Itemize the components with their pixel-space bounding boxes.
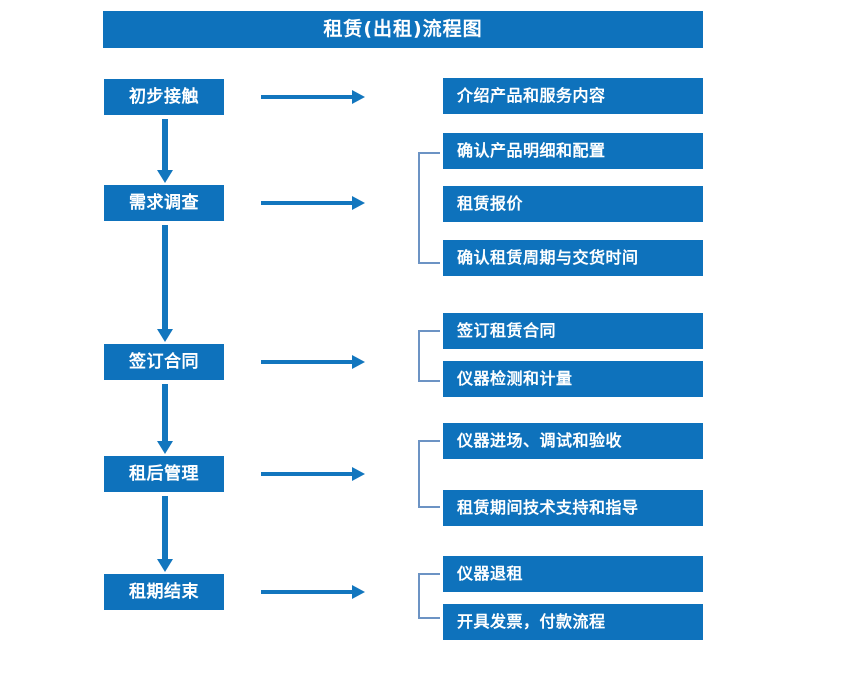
arrow-shaft xyxy=(261,472,353,476)
arrow-head-down-icon xyxy=(157,329,173,342)
detail-label-2: 确认产品明细和配置 xyxy=(457,141,606,160)
group-bracket-1 xyxy=(418,152,440,264)
chart-title-banner: 租赁(出租)流程图 xyxy=(103,11,703,48)
detail-label-6: 仪器检测和计量 xyxy=(457,369,573,388)
detail-label-5: 签订租赁合同 xyxy=(457,321,557,340)
group-bracket-3 xyxy=(418,440,440,508)
horizontal-arrow-5 xyxy=(261,585,365,599)
detail-label-3: 租赁报价 xyxy=(457,194,524,213)
arrow-shaft xyxy=(162,384,168,441)
detail-box-5[interactable]: 签订租赁合同 xyxy=(443,313,703,349)
detail-box-1[interactable]: 介绍产品和服务内容 xyxy=(443,78,703,114)
detail-label-9: 仪器退租 xyxy=(457,564,524,583)
detail-label-1: 介绍产品和服务内容 xyxy=(457,86,606,105)
stage-box-1[interactable]: 初步接触 xyxy=(104,79,224,115)
group-bracket-2 xyxy=(418,330,440,382)
horizontal-arrow-4 xyxy=(261,467,365,481)
detail-box-2[interactable]: 确认产品明细和配置 xyxy=(443,133,703,169)
stage-box-2[interactable]: 需求调查 xyxy=(104,185,224,221)
horizontal-arrow-1 xyxy=(261,90,365,104)
vertical-arrow-3 xyxy=(157,384,173,454)
stage-box-5[interactable]: 租期结束 xyxy=(104,574,224,610)
arrow-shaft xyxy=(261,590,353,594)
detail-label-4: 确认租赁周期与交货时间 xyxy=(457,248,639,267)
detail-box-4[interactable]: 确认租赁周期与交货时间 xyxy=(443,240,703,276)
horizontal-arrow-2 xyxy=(261,196,365,210)
stage-label-4: 租后管理 xyxy=(129,463,199,484)
stage-label-3: 签订合同 xyxy=(129,351,199,372)
stage-box-4[interactable]: 租后管理 xyxy=(104,456,224,492)
arrow-shaft xyxy=(261,360,353,364)
stage-label-2: 需求调查 xyxy=(129,192,199,213)
arrow-head-right-icon xyxy=(352,196,365,210)
arrow-head-down-icon xyxy=(157,170,173,183)
detail-box-3[interactable]: 租赁报价 xyxy=(443,186,703,222)
arrow-head-right-icon xyxy=(352,355,365,369)
stage-box-3[interactable]: 签订合同 xyxy=(104,344,224,380)
vertical-arrow-4 xyxy=(157,496,173,572)
detail-box-9[interactable]: 仪器退租 xyxy=(443,556,703,592)
arrow-shaft xyxy=(162,225,168,329)
arrow-shaft xyxy=(261,201,353,205)
detail-box-10[interactable]: 开具发票，付款流程 xyxy=(443,604,703,640)
arrow-head-down-icon xyxy=(157,559,173,572)
arrow-head-down-icon xyxy=(157,441,173,454)
chart-title-text: 租赁(出租)流程图 xyxy=(323,18,483,40)
horizontal-arrow-3 xyxy=(261,355,365,369)
detail-label-10: 开具发票，付款流程 xyxy=(457,612,606,631)
detail-box-6[interactable]: 仪器检测和计量 xyxy=(443,361,703,397)
group-bracket-4 xyxy=(418,573,440,619)
vertical-arrow-1 xyxy=(157,119,173,183)
arrow-shaft xyxy=(261,95,353,99)
detail-box-8[interactable]: 租赁期间技术支持和指导 xyxy=(443,490,703,526)
arrow-head-right-icon xyxy=(352,585,365,599)
stage-label-1: 初步接触 xyxy=(129,86,199,107)
stage-label-5: 租期结束 xyxy=(129,581,199,602)
detail-box-7[interactable]: 仪器进场、调试和验收 xyxy=(443,423,703,459)
detail-label-7: 仪器进场、调试和验收 xyxy=(457,431,623,450)
vertical-arrow-2 xyxy=(157,225,173,342)
detail-label-8: 租赁期间技术支持和指导 xyxy=(457,498,639,517)
arrow-shaft xyxy=(162,496,168,559)
arrow-shaft xyxy=(162,119,168,170)
arrow-head-right-icon xyxy=(352,467,365,481)
arrow-head-right-icon xyxy=(352,90,365,104)
